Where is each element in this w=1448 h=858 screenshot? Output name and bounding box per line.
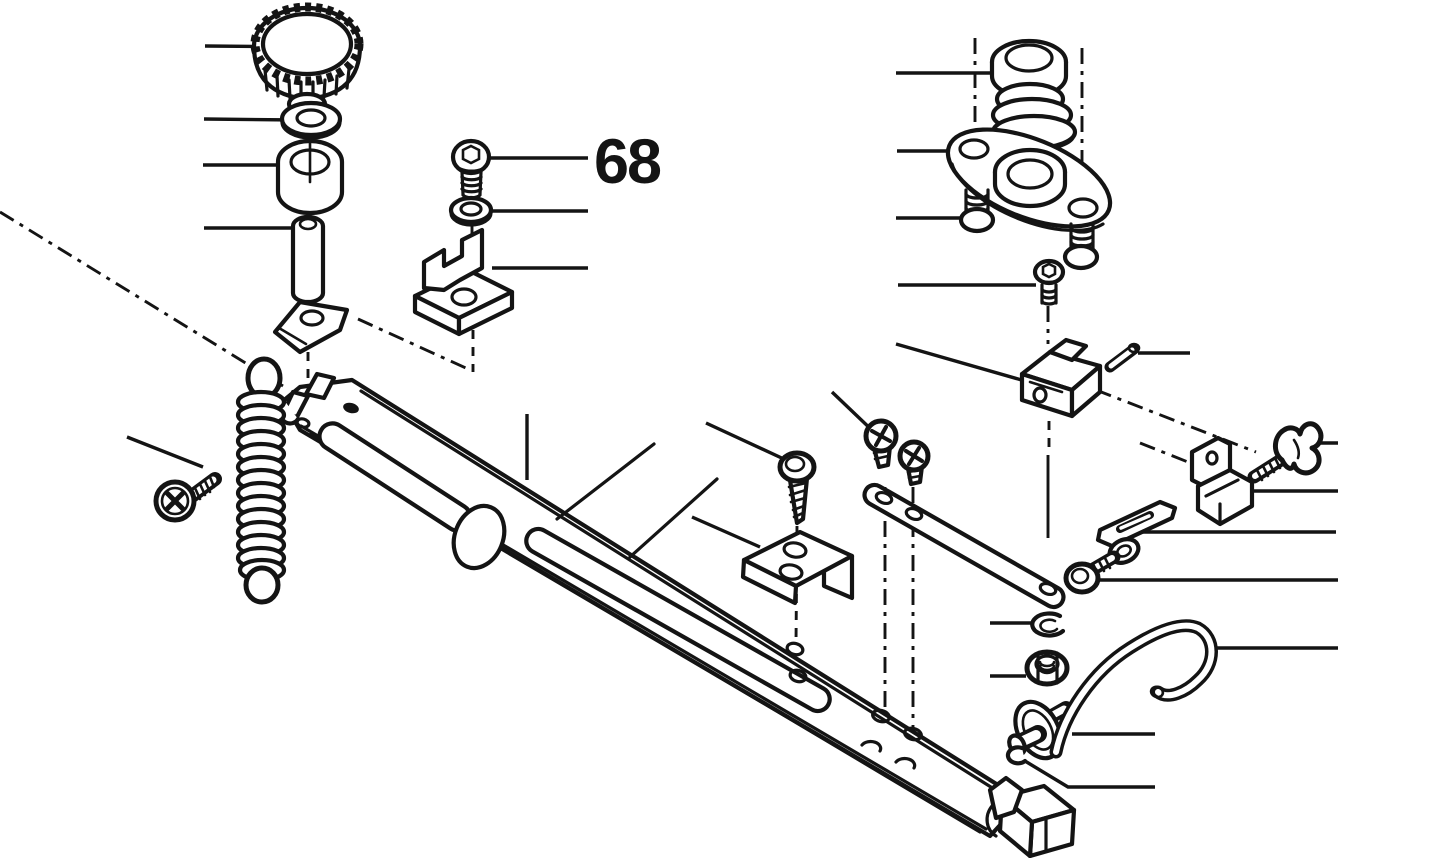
link-strip <box>862 482 1066 610</box>
hex-nut <box>1024 649 1070 687</box>
socket-screw-68 <box>450 138 492 200</box>
wedge-slide <box>272 299 350 355</box>
flange-plate <box>945 127 1113 233</box>
main-lever-arm <box>276 371 1077 858</box>
guide-handle <box>1049 619 1218 759</box>
pan-screw-2 <box>897 439 931 487</box>
knurled-knob <box>250 2 364 117</box>
flanged-roller <box>1007 699 1073 761</box>
retaining-clip <box>1005 745 1028 766</box>
flange-screw-left <box>958 188 996 234</box>
c-clip <box>1030 611 1066 638</box>
socket-head-screw <box>1032 258 1066 306</box>
flat-washer <box>279 100 343 140</box>
pivot-pin <box>290 214 326 305</box>
shoulder-screw-washer <box>1063 537 1141 595</box>
flange-screw-right <box>1062 222 1100 271</box>
pivot-clamp <box>1019 337 1103 419</box>
lock-washer-68 <box>448 195 494 227</box>
slotted-link <box>1095 499 1178 549</box>
figure-number-label: 68 <box>594 127 661 197</box>
bushing <box>275 138 345 216</box>
pan-screw-1 <box>863 418 899 470</box>
tapping-screw <box>777 450 817 526</box>
roll-pin <box>1104 342 1141 373</box>
phillips-screw-left <box>153 472 222 523</box>
tension-spring <box>235 356 287 605</box>
grommet-bellows <box>989 38 1078 152</box>
wing-screw <box>1247 421 1324 484</box>
angle-bracket <box>740 529 855 606</box>
u-bracket-clamp <box>412 227 515 337</box>
adjuster-bracket <box>1189 435 1255 527</box>
